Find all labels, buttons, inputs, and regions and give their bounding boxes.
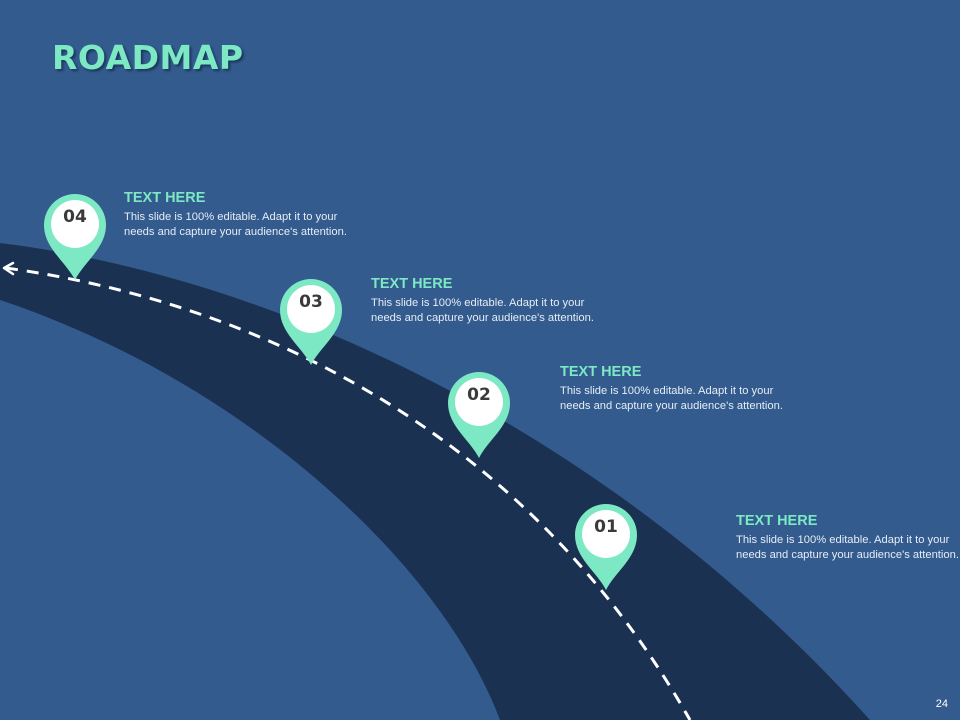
- map-pin-icon: [280, 279, 342, 365]
- slide-title: ROADMAP: [52, 38, 244, 77]
- milestone-description: This slide is 100% editable. Adapt it to…: [560, 385, 783, 412]
- road-center-dashed-line: [5, 266, 692, 720]
- pin-02: 02: [446, 370, 512, 458]
- milestone-number: 03: [299, 292, 323, 312]
- map-pin-icon: [44, 194, 106, 280]
- milestone-04-text: TEXT HERE This slide is 100% editable. A…: [124, 190, 354, 240]
- milestone-02-text: TEXT HERE This slide is 100% editable. A…: [560, 364, 790, 414]
- milestone-03-text: TEXT HERE This slide is 100% editable. A…: [371, 276, 601, 326]
- milestone-heading: TEXT HERE: [560, 364, 642, 380]
- milestone-heading: TEXT HERE: [736, 513, 818, 529]
- milestone-heading: TEXT HERE: [371, 276, 453, 292]
- pin-04: 04: [42, 192, 108, 280]
- map-pin-icon: [575, 504, 637, 590]
- milestone-number: 04: [63, 207, 87, 227]
- milestone-number: 01: [594, 517, 618, 537]
- milestone-description: This slide is 100% editable. Adapt it to…: [371, 297, 594, 324]
- milestone-01-text: TEXT HERE This slide is 100% editable. A…: [736, 513, 960, 563]
- milestone-description: This slide is 100% editable. Adapt it to…: [736, 534, 959, 561]
- road-shape: [0, 243, 870, 720]
- map-pin-icon: [448, 372, 510, 458]
- pin-03: 03: [278, 277, 344, 365]
- milestone-number: 02: [467, 385, 491, 405]
- arrow-left-icon: [2, 261, 15, 276]
- pin-01: 01: [573, 502, 639, 590]
- milestone-description: This slide is 100% editable. Adapt it to…: [124, 211, 347, 238]
- milestone-heading: TEXT HERE: [124, 190, 206, 206]
- page-number: 24: [935, 698, 948, 710]
